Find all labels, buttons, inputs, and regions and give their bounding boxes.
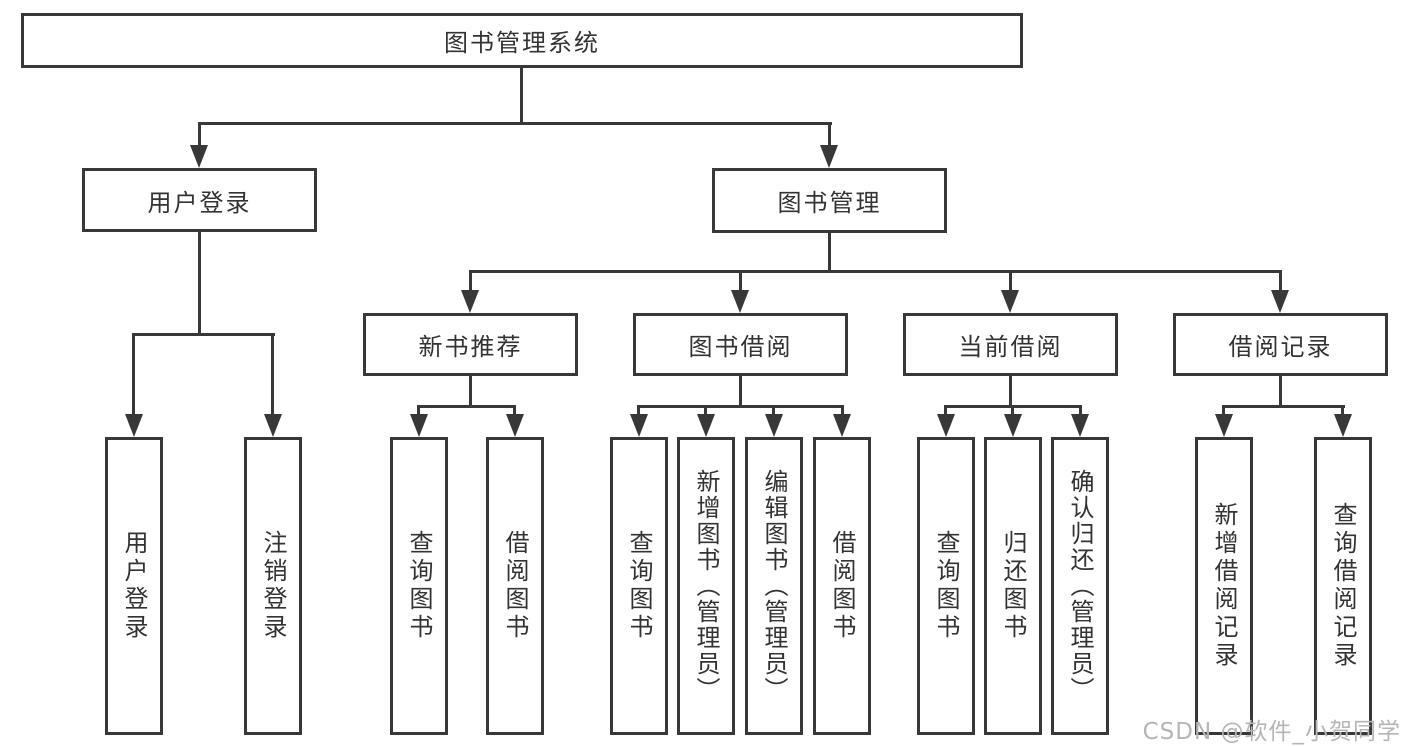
arrowhead-down [1071, 414, 1089, 437]
arrowhead-down [1215, 414, 1233, 437]
arrowhead-down [765, 414, 783, 437]
node-borrow-records: 借阅记录 [1173, 313, 1388, 376]
connector-drop-bb-edit [772, 405, 775, 416]
arrowhead-down [1001, 290, 1019, 313]
connector-drop-leaf-logout [271, 333, 274, 415]
connector-new-book-stem [469, 374, 472, 408]
connector-book-mgmt-splitter [469, 270, 1282, 273]
arrowhead-down [731, 290, 749, 313]
arrowhead-down [264, 414, 282, 437]
leaf-bb-edit-books: 编辑图书（管理员） [745, 437, 803, 735]
arrowhead-down [190, 145, 208, 168]
node-book-borrow: 图书借阅 [633, 313, 848, 376]
connector-drop-leaf-user-login [132, 333, 135, 415]
leaf-nb-query-books: 查询图书 [390, 437, 448, 735]
node-new-book-recommend: 新书推荐 [363, 313, 578, 376]
connector-user-login-splitter [132, 333, 275, 336]
node-user-login: 用户登录 [82, 168, 317, 232]
connector-drop-current-borrow [1009, 270, 1012, 293]
arrowhead-down [697, 414, 715, 437]
leaf-logout: 注销登录 [244, 437, 302, 735]
connector-root-stem [520, 68, 523, 124]
arrowhead-down [833, 414, 851, 437]
leaf-bb-borrow-books: 借阅图书 [813, 437, 871, 735]
watermark: CSDN @软件_小贺同学 [1142, 719, 1401, 745]
connector-drop-book-borrow [739, 270, 742, 293]
connector-drop-bb-query [637, 405, 640, 416]
arrowhead-down [937, 414, 955, 437]
connector-new-book-splitter [417, 405, 516, 408]
node-current-borrow: 当前借阅 [903, 313, 1118, 376]
arrowhead-down [1004, 414, 1022, 437]
arrowhead-down [1334, 414, 1352, 437]
connector-book-borrow-splitter [637, 405, 844, 408]
connector-root-splitter [198, 122, 832, 125]
connector-borrow-records-splitter [1222, 405, 1345, 408]
connector-drop-user-login [198, 122, 201, 148]
leaf-nb-borrow-books: 借阅图书 [486, 437, 544, 735]
connector-drop-bb-borrow [841, 405, 844, 416]
connector-drop-nb-borrow [513, 405, 516, 416]
connector-drop-br-query [1341, 405, 1344, 416]
connector-drop-borrow-records [1279, 270, 1282, 293]
connector-current-borrow-stem [1009, 374, 1012, 408]
arrowhead-down [506, 414, 524, 437]
connector-drop-cb-confirm [1079, 405, 1082, 416]
leaf-br-add-record: 新增借阅记录 [1195, 437, 1253, 735]
leaf-bb-query-books: 查询图书 [610, 437, 668, 735]
connector-user-login-stem [198, 232, 201, 336]
arrowhead-down [1271, 290, 1289, 313]
connector-borrow-records-stem [1279, 374, 1282, 408]
arrowhead-down [820, 145, 838, 168]
arrowhead-down [410, 414, 428, 437]
leaf-cb-return-books: 归还图书 [984, 437, 1042, 735]
connector-drop-cb-return [1011, 405, 1014, 416]
connector-drop-book-mgmt [828, 122, 831, 148]
leaf-cb-query-books: 查询图书 [917, 437, 975, 735]
connector-drop-bb-add [704, 405, 707, 416]
leaf-user-login: 用户登录 [105, 437, 163, 735]
arrowhead-down [630, 414, 648, 437]
leaf-br-query-record: 查询借阅记录 [1314, 437, 1372, 735]
arrowhead-down [125, 414, 143, 437]
node-library-system: 图书管理系统 [21, 13, 1023, 68]
connector-drop-cb-query [944, 405, 947, 416]
connector-drop-nb-query [417, 405, 420, 416]
node-book-management: 图书管理 [712, 168, 947, 233]
connector-book-borrow-stem [739, 374, 742, 408]
connector-book-mgmt-stem [828, 233, 831, 272]
leaf-cb-confirm-return: 确认归还（管理员） [1051, 437, 1109, 735]
arrowhead-down [461, 290, 479, 313]
leaf-bb-add-books: 新增图书（管理员） [677, 437, 735, 735]
connector-drop-new-book [469, 270, 472, 293]
connector-drop-br-add [1222, 405, 1225, 416]
